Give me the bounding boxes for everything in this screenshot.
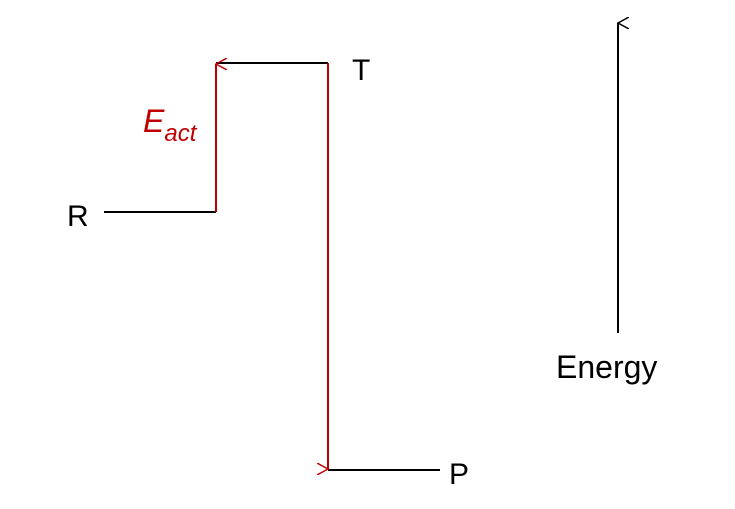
product-label: P bbox=[449, 458, 469, 491]
transition-label: T bbox=[352, 54, 370, 87]
activation-energy-symbol: E bbox=[143, 103, 165, 139]
energy-axis-label: Energy bbox=[556, 349, 657, 385]
activation-energy-label: Eact bbox=[143, 103, 198, 147]
reactant-label: R bbox=[67, 200, 89, 233]
activation-energy-subscript: act bbox=[164, 120, 197, 147]
